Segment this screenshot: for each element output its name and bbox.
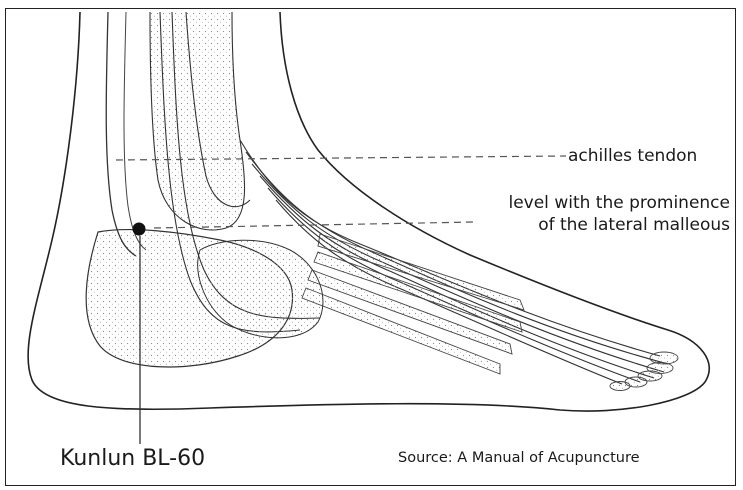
achilles-tendon-edge: [124, 12, 146, 250]
achilles-tendon-label: achilles tendon: [568, 146, 697, 166]
point-name-label: Kunlun BL-60: [60, 446, 205, 471]
kunlun-point-marker: [133, 223, 146, 236]
malleolus-label-line2: of the lateral malleous: [538, 215, 730, 235]
tibia: [150, 12, 245, 230]
malleolus-label-line1: level with the prominence: [508, 193, 730, 213]
source-caption: Source: A Manual of Acupuncture: [398, 450, 640, 466]
achilles-tendon: [106, 12, 136, 256]
